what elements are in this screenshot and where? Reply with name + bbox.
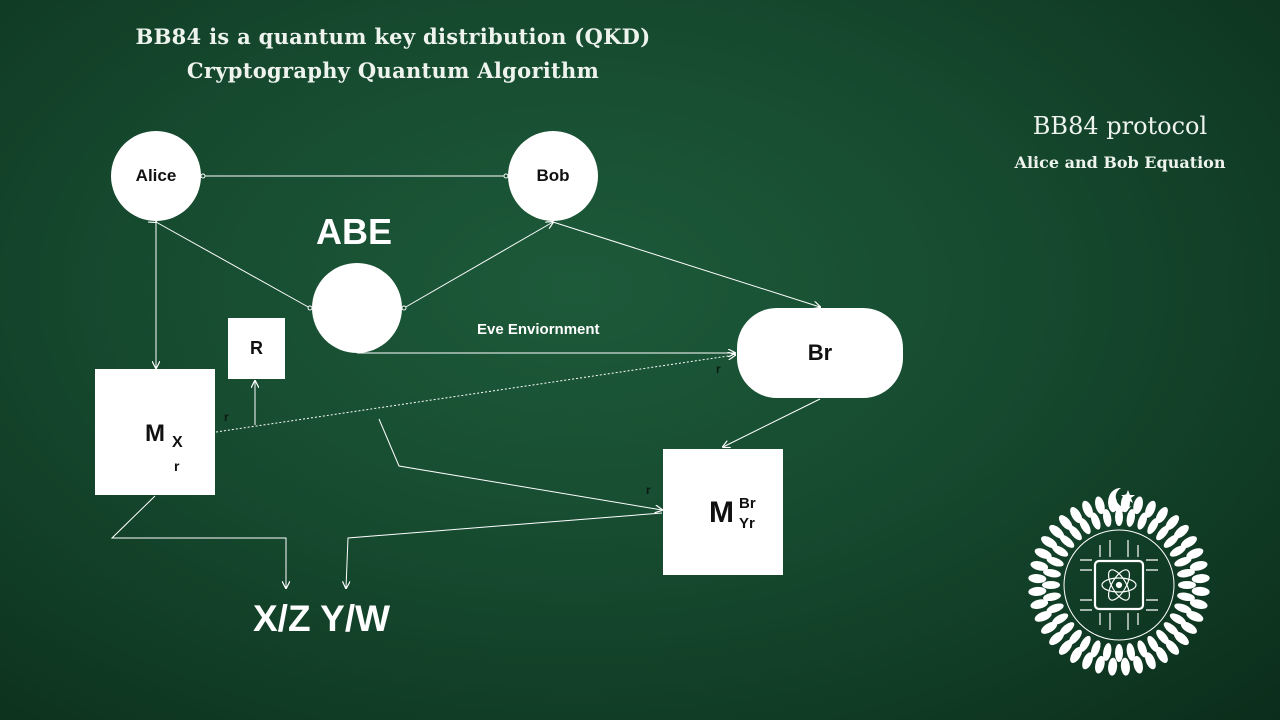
abe-node <box>312 263 402 353</box>
alice-label: Alice <box>135 166 177 185</box>
edge-abe-alice <box>156 222 311 309</box>
br-node: Br <box>737 308 903 398</box>
edge-label-r: r <box>646 483 651 497</box>
mb-main-label: M <box>709 496 734 529</box>
r-node: R <box>228 318 285 379</box>
edge-mx-br <box>215 355 735 433</box>
br-label: Br <box>807 340 833 365</box>
eve-environment-label: Eve Enviornment <box>477 321 600 338</box>
mb-sup-label: Br <box>739 495 756 512</box>
diagram-title-line1: BB84 is a quantum key distribution (QKD) <box>135 24 651 49</box>
edge-mb-yw <box>346 512 663 588</box>
side-title: BB84 protocol <box>1032 112 1208 140</box>
mx-main-label: M <box>145 420 165 447</box>
output-label: X/Z Y/W <box>253 598 391 639</box>
edge-label-r: r <box>224 410 229 424</box>
edge-mx-xz <box>110 495 286 588</box>
port-dot <box>200 173 206 179</box>
mx-sub-label: X <box>172 434 183 451</box>
edge-label-r: r <box>716 362 721 376</box>
mx-node: M X r <box>95 369 215 495</box>
mb-sub-label: Yr <box>739 515 755 532</box>
alice-node: Alice <box>111 131 201 221</box>
port-dot <box>401 305 407 311</box>
edge-zigzag-mb <box>378 418 662 510</box>
bob-label: Bob <box>536 166 570 185</box>
side-subtitle: Alice and Bob Equation <box>1014 153 1226 172</box>
mb-node: M Br Yr <box>663 449 783 575</box>
edge-bob-br <box>552 221 820 307</box>
bob-node: Bob <box>508 131 598 221</box>
mx-sub2-label: r <box>174 458 180 474</box>
edge-abe-bob <box>403 222 553 309</box>
r-label: R <box>250 338 263 358</box>
edge-br-mb <box>723 398 821 447</box>
diagram-title-line2: Cryptography Quantum Algorithm <box>186 58 600 83</box>
abe-label: ABE <box>316 211 393 252</box>
